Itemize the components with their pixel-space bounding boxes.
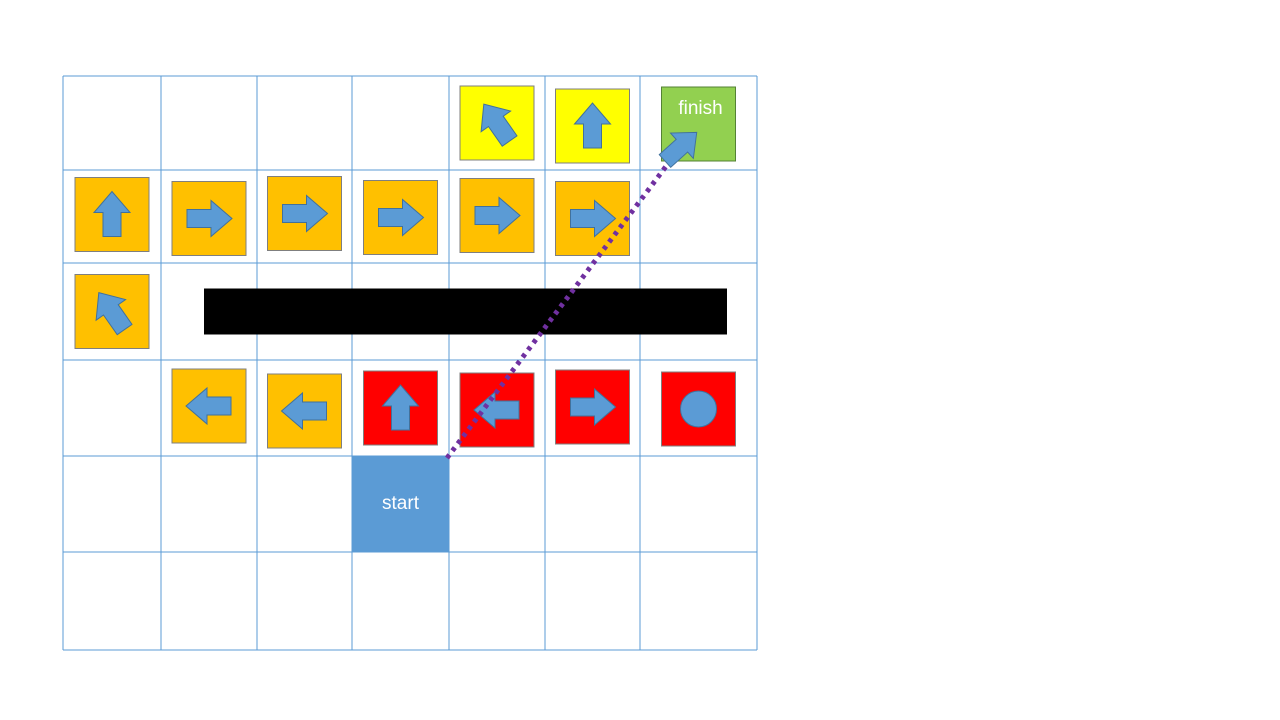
tile-red [661,371,736,447]
tile-orange [363,180,438,255]
grid-lines [62,75,758,651]
tile-orange [267,176,342,251]
arrow-up-icon [573,102,612,149]
arrow-up-left-icon [480,103,518,147]
finish-label: finish [678,98,722,119]
arrow-right-icon [186,199,233,238]
start-label: start [382,493,420,514]
tile-red [459,372,535,448]
tile-yellow [555,88,630,164]
arrow-left-icon [473,390,520,430]
arrow-right-icon [570,387,617,427]
tile-orange [171,368,247,444]
tile-orange [555,181,630,256]
dotted-path-line [445,161,671,460]
arrow-right-icon [570,199,617,238]
tile-orange [171,181,247,256]
arrow-right-icon [378,198,425,237]
arrow-right-icon [474,196,521,235]
arrow-left-icon [185,386,232,426]
tile-orange [459,178,535,253]
wall-bar [204,288,727,335]
tile-red [363,370,438,446]
arrow-up-icon [381,384,420,431]
tile-orange [267,373,342,449]
tile-orange [74,274,150,349]
circle-icon [680,390,717,428]
start-cell [352,456,449,552]
arrow-up-left-icon [95,292,133,336]
arrow-up-icon [92,190,132,237]
arrow-up-right-icon [658,131,698,169]
tiles [74,85,736,449]
arrow-left-icon [280,391,327,431]
tile-red [555,369,630,445]
tile-orange [74,177,150,252]
tile-yellow [459,85,535,161]
arrow-up-right-icon [658,131,698,169]
arrow-right-icon [282,194,329,233]
